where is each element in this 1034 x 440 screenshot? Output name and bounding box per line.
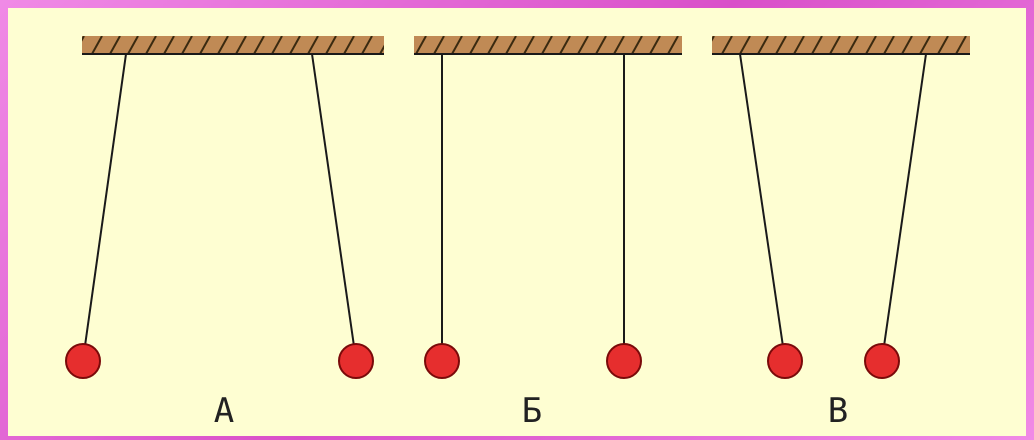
diagram-b-label: Б (522, 391, 542, 431)
diagram-a-label: А (214, 391, 234, 431)
diagram-panel (8, 8, 1026, 436)
thread-c-right (881, 53, 927, 361)
ceiling-c (712, 36, 970, 54)
ball-c-right (864, 343, 900, 379)
diagram-a: А (65, 36, 384, 431)
ball-b-right (606, 343, 642, 379)
thread-a-left (82, 53, 127, 361)
ceiling-a (82, 36, 384, 54)
ball-a-left (65, 343, 101, 379)
ball-c-left (767, 343, 803, 379)
thread-c-left (739, 53, 786, 361)
diagram-b: Б (414, 36, 682, 431)
diagram-c-label: В (828, 391, 848, 431)
ceiling-b (414, 36, 682, 54)
thread-a-right (311, 53, 357, 361)
ball-a-right (338, 343, 374, 379)
ball-b-left (424, 343, 460, 379)
diagram-c: В (712, 36, 970, 431)
